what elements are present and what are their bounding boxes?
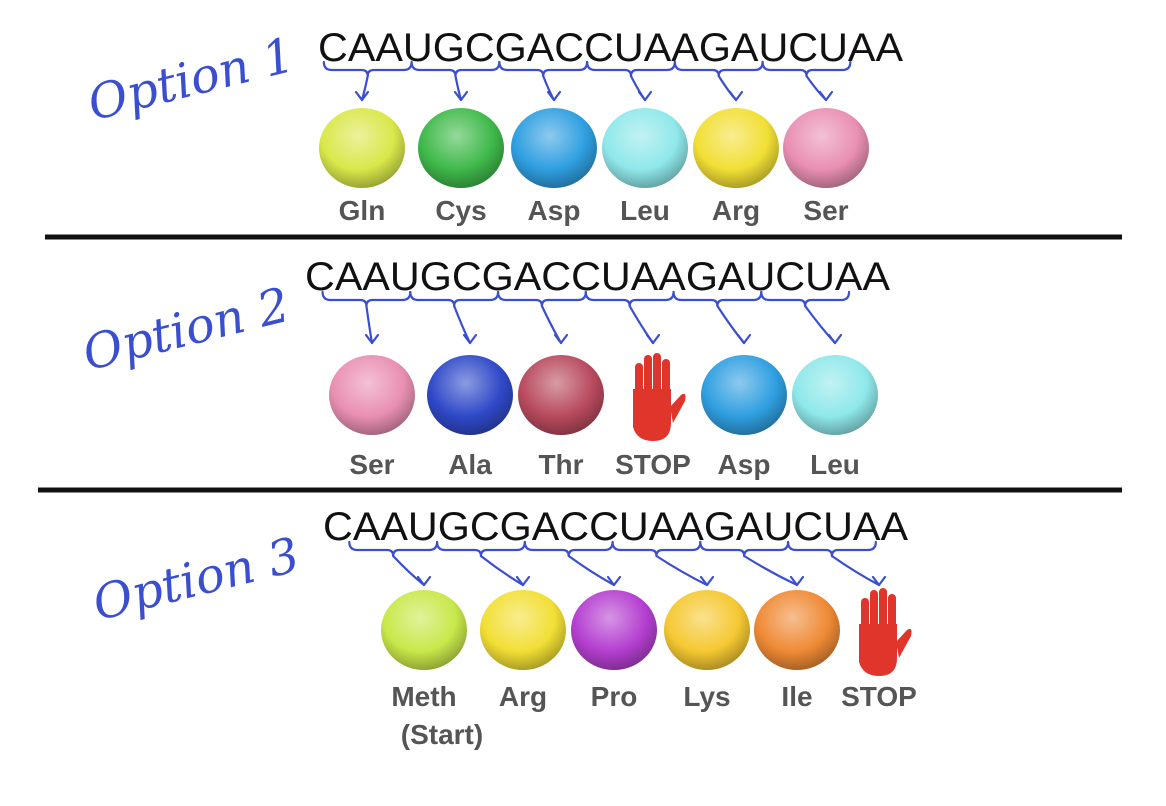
amino-acid-ball (602, 108, 688, 188)
amino-acid-ball (518, 355, 604, 435)
option-3-codons: Meth (Start) Arg Pro Lys Ile STOP (348, 540, 917, 750)
amino-acid-label: Asp (528, 195, 581, 226)
arrow-head (645, 333, 661, 345)
option-3-panel: Option 3 CAAUGCGACCUAAGAUCUAA Meth (Start… (87, 505, 917, 750)
amino-acid-ball (664, 590, 750, 670)
amino-acid-sublabel: (Start) (401, 719, 483, 750)
arrow-head (827, 333, 843, 345)
option-1-codons: Gln Cys Asp Leu Arg Ser (319, 60, 869, 226)
amino-acid-label: Asp (718, 449, 771, 480)
amino-acid-label: Cys (435, 195, 486, 226)
arrow-head (728, 90, 744, 102)
amino-acid-label: Arg (499, 681, 547, 712)
amino-acid-label: Gln (339, 195, 386, 226)
option-1-sequence: CAAUGCGACCUAAGAUCUAA (318, 26, 903, 70)
option-1-title: Option 1 (82, 27, 300, 132)
option-2-title: Option 2 (77, 277, 295, 382)
amino-acid-ball (693, 108, 779, 188)
stop-hand-icon (633, 353, 686, 441)
amino-acid-label: Lys (683, 681, 730, 712)
codon-arrow (479, 554, 525, 587)
arrow-head (553, 333, 569, 345)
arrow-head (871, 575, 887, 587)
arrow-head (515, 575, 531, 587)
amino-acid-label: Ile (781, 681, 812, 712)
codon-arrow (743, 554, 799, 587)
arrow-head (354, 90, 370, 102)
codon-arrow (453, 304, 472, 345)
amino-acid-ball (701, 355, 787, 435)
codon-arrow (365, 304, 374, 345)
amino-acid-ball (511, 108, 597, 188)
arrow-head (637, 90, 653, 102)
amino-acid-label: Pro (591, 681, 638, 712)
option-3-title: Option 3 (87, 527, 305, 632)
amino-acid-ball (427, 355, 513, 435)
arrow-head (453, 90, 469, 102)
amino-acid-label: Ser (803, 195, 848, 226)
option-3-sequence: CAAUGCGACCUAAGAUCUAA (323, 505, 908, 549)
arrow-head (699, 575, 715, 587)
amino-acid-ball (329, 355, 415, 435)
arrow-head (416, 575, 432, 587)
amino-acid-label: Leu (620, 195, 670, 226)
codon-arrow (655, 554, 709, 587)
amino-acid-label: Ser (349, 449, 394, 480)
amino-acid-ball (381, 590, 467, 670)
arrow-head (364, 333, 380, 345)
amino-acid-label: Ala (448, 449, 492, 480)
amino-acid-label: Arg (712, 195, 760, 226)
amino-acid-ball (480, 590, 566, 670)
option-2-sequence: CAAUGCGACCUAAGAUCUAA (305, 255, 890, 299)
arrow-head (546, 90, 562, 102)
stop-hand-icon (859, 588, 912, 676)
amino-acid-label: Leu (810, 449, 860, 480)
arrow-head (462, 333, 478, 345)
amino-acid-label: Thr (538, 449, 583, 480)
amino-acid-ball (792, 355, 878, 435)
codon-arrow (567, 554, 616, 587)
arrow-head (736, 333, 752, 345)
amino-acid-ball (571, 590, 657, 670)
amino-acid-label: STOP (841, 681, 917, 712)
amino-acid-label: STOP (615, 449, 691, 480)
amino-acid-ball (319, 108, 405, 188)
codon-arrow (830, 554, 881, 587)
arrow-head (789, 575, 805, 587)
amino-acid-label: Meth (391, 681, 456, 712)
amino-acid-ball (783, 108, 869, 188)
option-1-panel: Option 1 CAAUGCGACCUAAGAUCUAA Gln Cys Asp L… (82, 26, 903, 226)
amino-acid-ball (418, 108, 504, 188)
option-2-codons: Ser Ala Thr STOP Asp Leu (321, 290, 878, 480)
arrow-head (818, 90, 834, 102)
arrow-head (606, 575, 622, 587)
amino-acid-ball (754, 590, 840, 670)
